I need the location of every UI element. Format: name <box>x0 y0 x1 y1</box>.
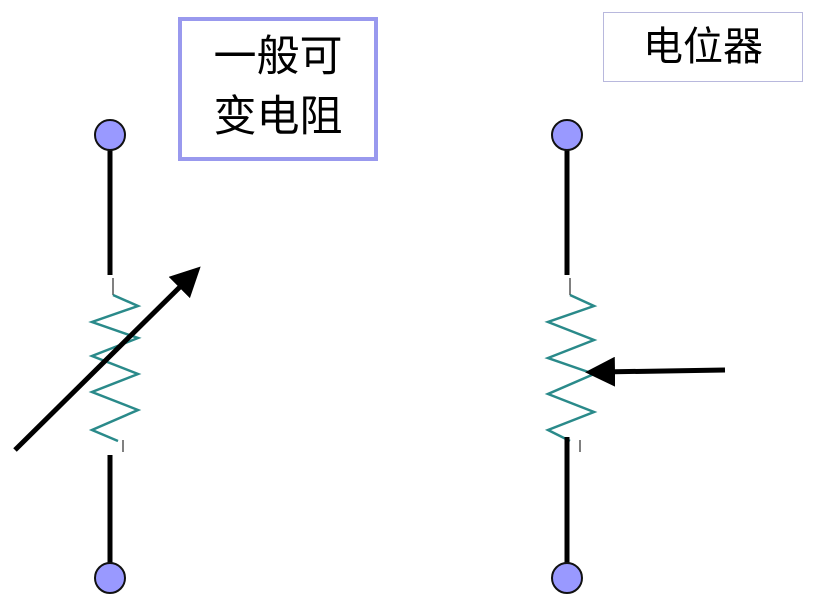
variable-resistor-label-line2: 变电阻 <box>213 92 343 142</box>
top-terminal <box>551 119 583 151</box>
wiper-arrow-icon <box>585 356 726 387</box>
variable-arrow-icon <box>13 266 201 452</box>
resistor-zigzag <box>88 293 142 443</box>
variable-resistor-symbol <box>13 119 201 594</box>
potentiometer-symbol <box>544 119 726 594</box>
variable-resistor-label: 一般可 变电阻 <box>178 17 378 161</box>
bottom-terminal <box>94 562 126 594</box>
potentiometer-label: 电位器 <box>603 12 803 82</box>
bottom-terminal <box>551 562 583 594</box>
variable-resistor-label-line1: 一般可 <box>213 32 343 82</box>
potentiometer-label-text: 电位器 <box>643 24 763 70</box>
resistor-zigzag <box>544 293 598 443</box>
top-terminal <box>94 119 126 151</box>
